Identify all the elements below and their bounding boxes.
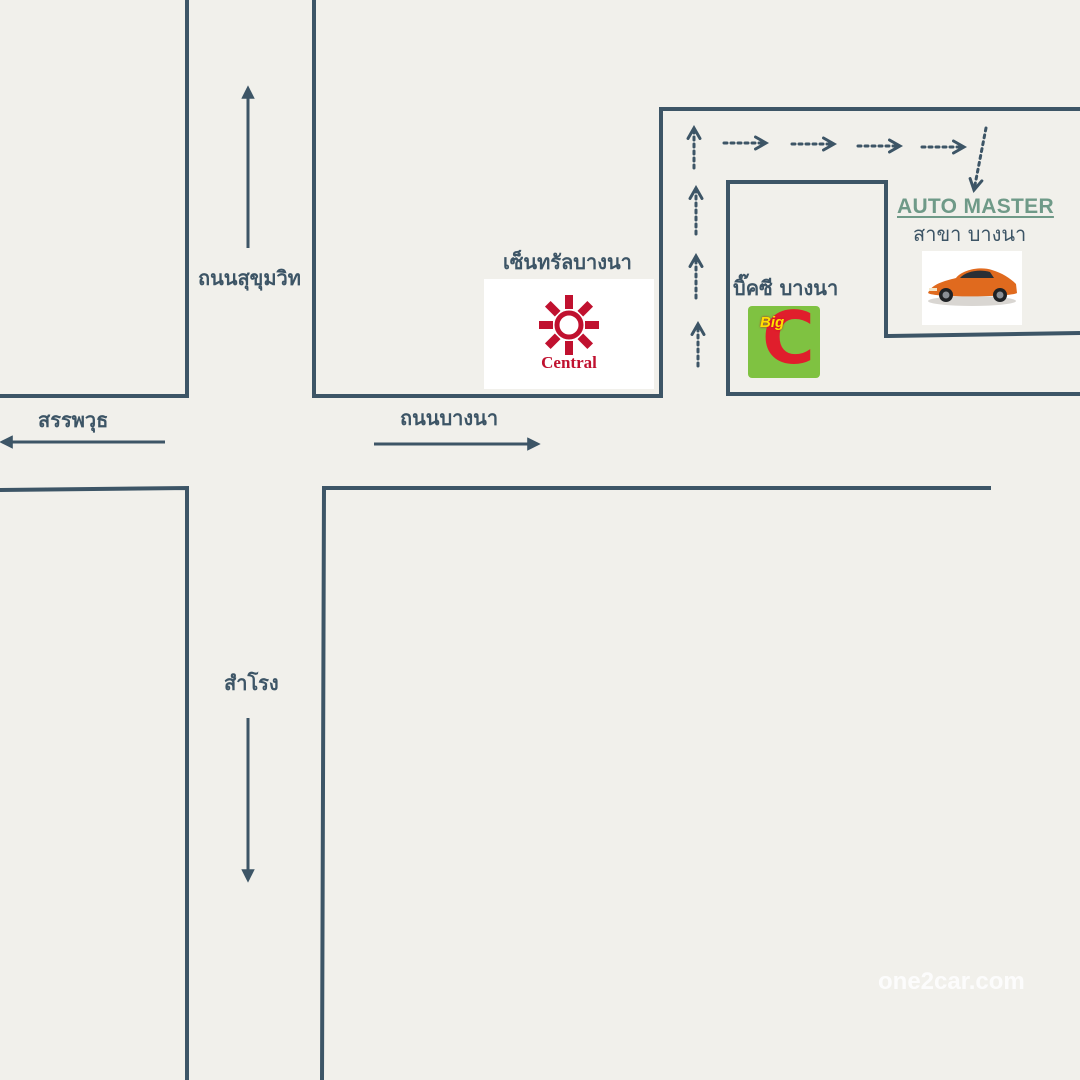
auto-master-brand: AUTO MASTER [897, 195, 1054, 218]
route-arrow-down-destination [968, 126, 988, 193]
road-edge-bottom-right-block [320, 486, 991, 1080]
route-dotted-arrows [686, 124, 988, 368]
road-edge-bottom-left-block [0, 485, 189, 1080]
central-logo-text: Central [541, 353, 597, 372]
road-edge-bigc-block [726, 180, 1080, 396]
central-logo: Central [484, 279, 654, 389]
bigc-logo-small-text: Big [760, 314, 785, 331]
road-edge-top-left-block [0, 0, 189, 398]
central-bangna-label: เซ็นทรัลบางนา [503, 250, 632, 274]
road-edge-central-block [312, 0, 1080, 398]
watermark-logo: one2car.com [878, 968, 1025, 995]
bigc-logo-letter: C [762, 306, 815, 378]
direction-arrows [0, 85, 541, 883]
road-label-sukhumvit: ถนนสุขุมวิท [198, 266, 301, 290]
road-label-sanphawut: สรรพวุธ [38, 408, 109, 432]
central-emblem-icon [539, 295, 599, 355]
bigc-logo: C Big [748, 306, 820, 378]
car-photo [922, 251, 1022, 325]
road-label-samrong: สำโรง [224, 671, 279, 695]
auto-master-branch: สาขา บางนา [913, 222, 1027, 246]
sports-car-icon [928, 268, 1017, 306]
bigc-bangna-label: บิ๊คซี บางนา [733, 276, 839, 300]
road-label-bangna: ถนนบางนา [400, 406, 499, 430]
